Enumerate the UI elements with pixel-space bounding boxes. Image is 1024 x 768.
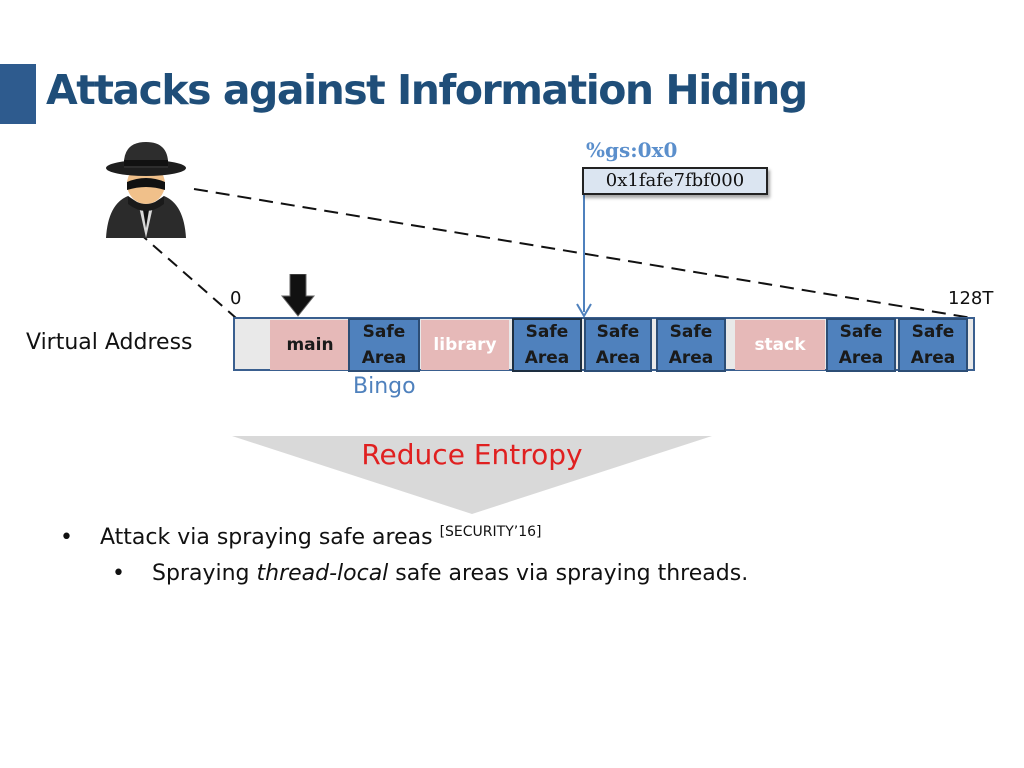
region-library: library (421, 320, 509, 370)
region-safe-area-hit: Safe Area (512, 318, 582, 372)
register-address-box: 0x1fafe7fbf000 (582, 167, 768, 195)
region-safe-area: Safe Area (584, 318, 652, 372)
bullet-thread-local: • Spraying thread-local safe areas via sp… (112, 561, 748, 586)
region-main: main (270, 320, 350, 370)
slide-title: Attacks against Information Hiding (46, 66, 808, 114)
start-address-label: 0 (230, 288, 242, 309)
bullet-text-post: safe areas via spraying threads. (388, 561, 749, 586)
region-safe-area: Safe Area (826, 318, 896, 372)
region-safe-area: Safe Area (348, 318, 420, 372)
region-safe-area: Safe Area (656, 318, 726, 372)
virtual-address-label: Virtual Address (26, 330, 193, 355)
end-address-label: 128T (948, 288, 994, 309)
bullet-marker: • (112, 561, 125, 586)
region-stack: stack (735, 320, 825, 370)
register-label: %gs:0x0 (586, 138, 678, 162)
down-arrow-icon (280, 274, 316, 317)
title-accent-bar (0, 64, 36, 124)
bingo-label: Bingo (353, 374, 416, 399)
citation: [SECURITY’16] (439, 524, 542, 540)
bullet-text-pre: Spraying (152, 561, 257, 586)
bullet-marker: • (60, 525, 73, 550)
reduce-entropy-funnel (232, 436, 712, 514)
region-safe-area: Safe Area (898, 318, 968, 372)
spy-hacker-icon (106, 142, 186, 238)
bullet-text: Attack via spraying safe areas (100, 525, 440, 550)
bullet-attack-spraying: • Attack via spraying safe areas [SECURIT… (60, 524, 541, 550)
pointer-arrowhead (576, 303, 592, 318)
attacker-left-dash (137, 231, 237, 319)
bullet-text-emphasis: thread-local (256, 561, 389, 586)
reduce-entropy-label: Reduce Entropy (361, 438, 583, 471)
